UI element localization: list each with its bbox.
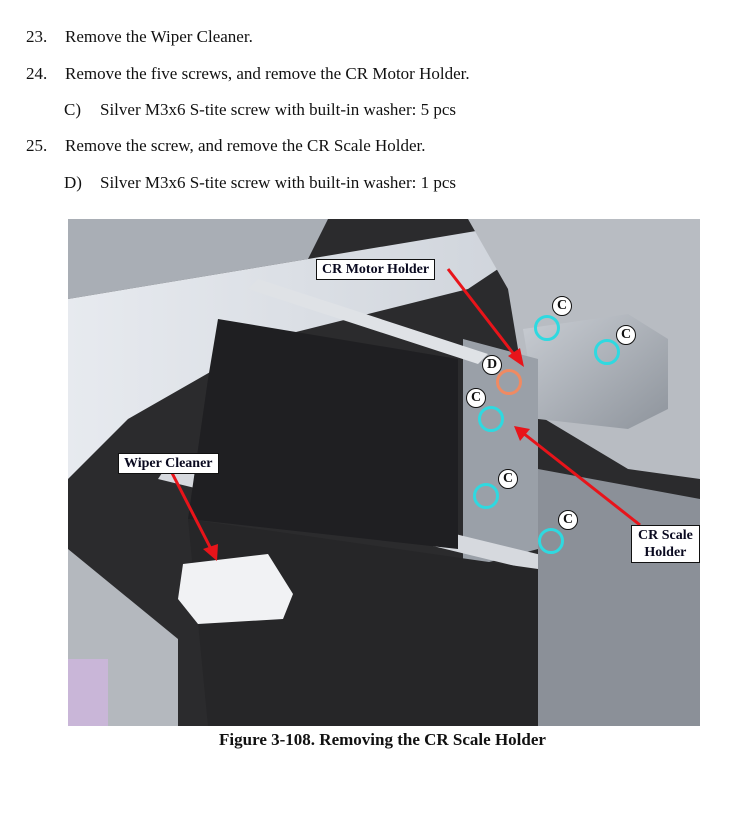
marker-c-3: C [466, 388, 486, 408]
figure-photo: C C D C C C CR Motor Holder Wiper Cleane… [68, 219, 700, 726]
white-cover [68, 229, 528, 479]
screw-c-ring-3 [478, 406, 504, 432]
callout-cr-scale-holder: CR Scale Holder [631, 525, 700, 563]
wiper-cleaner-part [178, 554, 293, 624]
step-number: 23. [26, 27, 48, 46]
sub-item-letter: D) [64, 173, 82, 192]
screw-c-ring-4 [473, 483, 499, 509]
callout-cr-motor-holder: CR Motor Holder [316, 259, 436, 280]
step-number: 24. [26, 64, 48, 83]
sub-item-text: Silver M3x6 S-tite screw with built-in w… [100, 173, 457, 192]
sub-item-letter: C) [64, 100, 81, 119]
marker-c-2: C [616, 325, 636, 345]
screw-d-ring [496, 369, 522, 395]
arrow-wiper-cleaner [169, 470, 218, 561]
upper-rod [248, 279, 488, 364]
cable-strip [68, 659, 108, 726]
screw-c-ring-5 [538, 528, 564, 554]
arrow-cr-motor-holder [446, 268, 524, 367]
screw-c-ring-2 [594, 339, 620, 365]
marker-d: D [482, 355, 502, 375]
figure-caption-text: Figure 3-108. Removing the CR Scale Hold… [219, 730, 546, 749]
step-text: Remove the screw, and remove the CR Scal… [65, 136, 426, 155]
marker-c-4: C [498, 469, 518, 489]
marker-c-1: C [552, 296, 572, 316]
top-left-frame [68, 219, 328, 299]
step-number: 25. [26, 136, 48, 155]
arrow-cr-scale-holder [514, 426, 641, 527]
figure-caption: Figure 3-108. Removing the CR Scale Hold… [0, 730, 745, 750]
callout-cr-scale-holder-line1: CR Scale [638, 528, 693, 543]
sub-item-text: Silver M3x6 S-tite screw with built-in w… [100, 100, 457, 119]
callout-cr-scale-holder-line2: Holder [644, 545, 687, 560]
photo-illustration [68, 219, 700, 726]
step-text: Remove the five screws, and remove the C… [65, 64, 470, 83]
callout-wiper-cleaner: Wiper Cleaner [118, 453, 219, 474]
dark-interior [188, 319, 458, 549]
marker-c-5: C [558, 510, 578, 530]
screw-c-ring-1 [534, 315, 560, 341]
step-text: Remove the Wiper Cleaner. [65, 27, 253, 46]
